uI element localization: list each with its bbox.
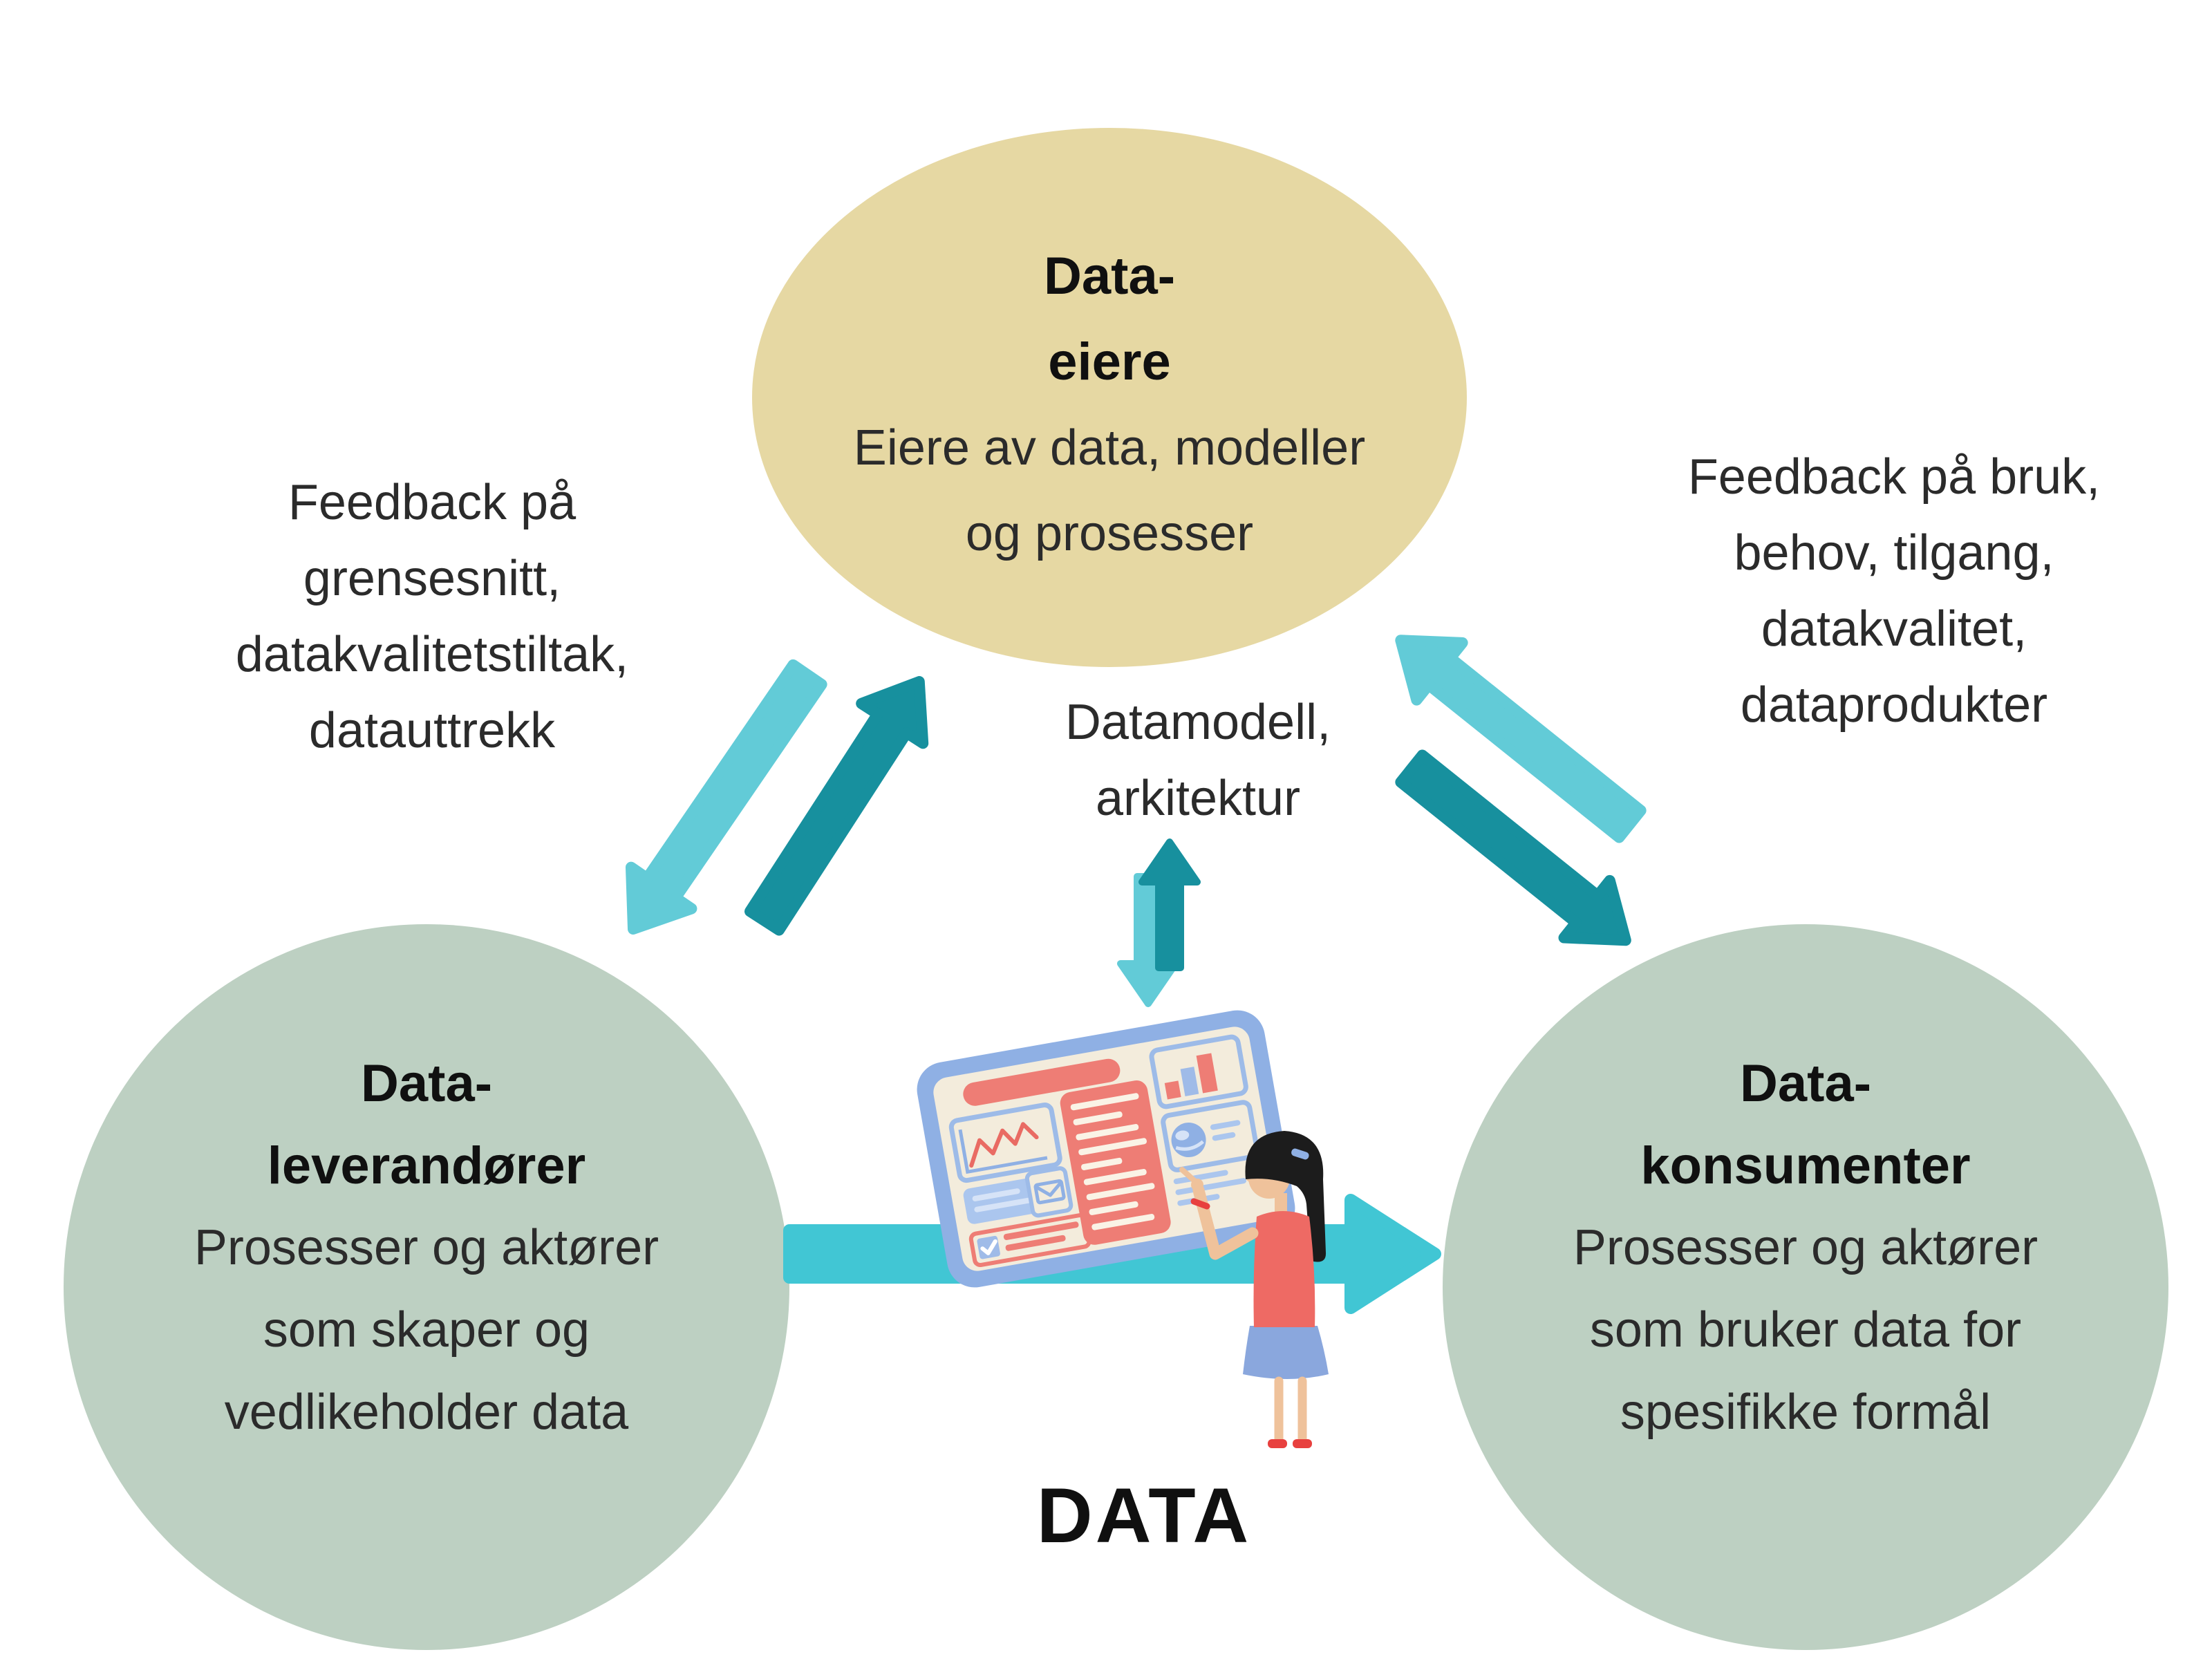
feedback-right-line: dataprodukter bbox=[1740, 677, 2048, 733]
suppliers-body-line: Prosesser og aktører bbox=[194, 1220, 659, 1275]
consumers-body-line: spesifikke formål bbox=[1620, 1385, 1991, 1440]
feedback-right-line: behov, tilgang, bbox=[1734, 525, 2054, 581]
feedback-left-line: grensesnitt, bbox=[303, 551, 561, 606]
consumers-circle bbox=[1443, 924, 2168, 1650]
owners-body-line: og prosesser bbox=[965, 506, 1254, 561]
owners-ellipse bbox=[752, 128, 1467, 667]
owners-heading-line: Data- bbox=[1043, 247, 1176, 306]
feedback-right-label: Feedback på bruk, behov, tilgang, datakv… bbox=[1688, 439, 2100, 743]
bracelet-icon bbox=[1190, 1198, 1210, 1210]
bar-blue bbox=[1180, 1067, 1199, 1096]
feedback-left-line: Feedback på bbox=[288, 475, 577, 530]
line-chart-panel bbox=[948, 1103, 1062, 1183]
consumers-heading-line: Data- bbox=[1739, 1054, 1872, 1113]
arrow-owners-to-suppliers-icon bbox=[625, 659, 827, 935]
dashboard-titlebar bbox=[963, 1058, 1121, 1106]
center-label-line: Datamodell, bbox=[1065, 695, 1331, 750]
person-top bbox=[1253, 1211, 1315, 1327]
owners-heading-line: eiere bbox=[1048, 332, 1171, 391]
hair-clip-icon bbox=[1291, 1148, 1309, 1160]
person-illustration bbox=[1179, 1131, 1329, 1448]
arrow-consumers-to-owners-icon bbox=[1395, 635, 1647, 843]
person-skirt bbox=[1243, 1326, 1329, 1379]
envelope-icon bbox=[1033, 1179, 1066, 1205]
owners-body-line: Eiere av data, modeller bbox=[853, 420, 1366, 476]
person-arm bbox=[1192, 1184, 1259, 1260]
feedback-right-line: datakvalitet, bbox=[1761, 601, 2027, 657]
feedback-left-line: datakvalitetstiltak, bbox=[235, 627, 629, 682]
bar-chart-panel bbox=[1149, 1034, 1248, 1109]
consumers-heading-line: konsumenter bbox=[1640, 1136, 1971, 1195]
dashboard-illustration bbox=[917, 1010, 1295, 1288]
person-shoe-left bbox=[1268, 1439, 1287, 1448]
chart-axis bbox=[958, 1129, 1048, 1174]
feedback-left-line: datauttrekk bbox=[308, 703, 556, 758]
person-finger bbox=[1179, 1167, 1199, 1185]
suppliers-body-line: vedlikeholder data bbox=[224, 1385, 629, 1440]
person-shoe-right bbox=[1293, 1439, 1312, 1448]
consumers-body-line: som bruker data for bbox=[1589, 1302, 2022, 1358]
message-panel bbox=[963, 1166, 1074, 1224]
bar-red-2 bbox=[1196, 1053, 1218, 1094]
task-panel bbox=[968, 1213, 1091, 1268]
globe-panel bbox=[1161, 1100, 1259, 1172]
suppliers-circle bbox=[64, 924, 789, 1650]
checkbox-icon bbox=[977, 1235, 1000, 1259]
person-hair bbox=[1245, 1131, 1327, 1262]
data-caption: DATA bbox=[1036, 1472, 1252, 1559]
suppliers-heading-line: Data- bbox=[360, 1054, 493, 1113]
consumers-label: Data- konsumenter Prosesser og aktører s… bbox=[1573, 1042, 2038, 1454]
feedback-left-label: Feedback på grensesnitt, datakvalitetsti… bbox=[236, 465, 628, 769]
suppliers-body-line: som skaper og bbox=[263, 1302, 590, 1358]
center-label-line: arkitektur bbox=[1095, 771, 1301, 826]
arrow-suppliers-to-owners-icon bbox=[744, 676, 929, 936]
owners-label: Data- eiere Eiere av data, modeller og p… bbox=[854, 234, 1365, 577]
arrow-data-to-owners-icon bbox=[1138, 838, 1201, 971]
text-panel bbox=[1060, 1080, 1171, 1245]
chart-line bbox=[969, 1122, 1039, 1168]
suppliers-label: Data- leverandører Prosesser og aktører … bbox=[194, 1042, 659, 1454]
arrow-owners-to-consumers-icon bbox=[1395, 749, 1631, 946]
person-legs bbox=[1274, 1376, 1307, 1444]
suppliers-heading-line: leverandører bbox=[267, 1136, 586, 1195]
feedback-right-line: Feedback på bruk, bbox=[1687, 449, 2101, 505]
consumers-body-line: Prosesser og aktører bbox=[1573, 1220, 2038, 1275]
bar-red-1 bbox=[1164, 1080, 1181, 1100]
center-label: Datamodell, arkitektur bbox=[1065, 684, 1331, 836]
